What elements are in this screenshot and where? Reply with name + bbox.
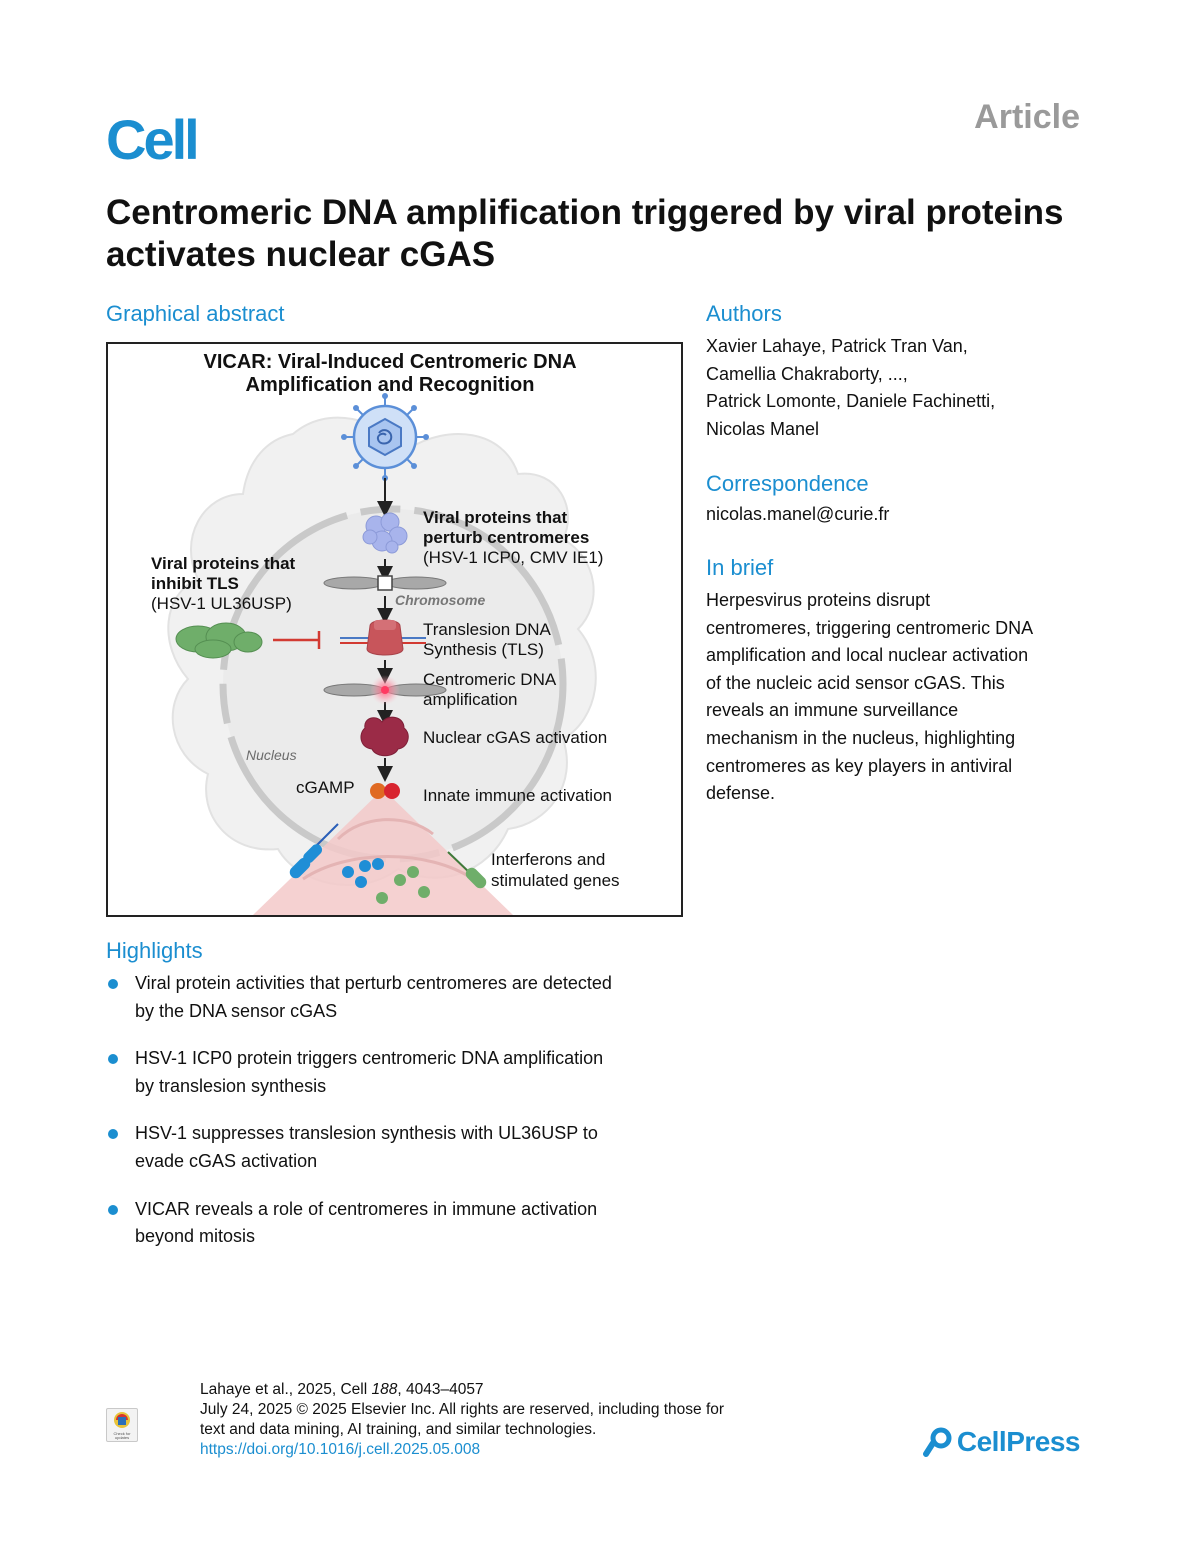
innate-label: Innate immune activation [423,786,612,805]
journal-logo: Cell [106,108,200,171]
highlight-item: Viral protein activities that perturb ce… [106,970,696,1025]
tls-label-line1: Translesion DNA [423,620,552,639]
copyright-line: July 24, 2025 © 2025 Elsevier Inc. All r… [200,1401,725,1418]
perturb-label-line1: Viral proteins that [423,508,568,527]
citation-footer: Lahaye et al., 2025, Cell 188, 4043–4057… [200,1380,840,1460]
bullet-icon [108,1204,118,1215]
graphical-abstract-heading: Graphical abstract [106,301,285,326]
highlight-item: HSV-1 ICP0 protein triggers centromeric … [106,1045,696,1100]
crossmark-label: Check for updates [113,1431,131,1440]
chromosome-label: Chromosome [395,592,485,608]
highlight-line: VICAR reveals a role of centromeres in i… [135,1198,598,1219]
perturb-label-line2: perturb centromeres [423,528,589,547]
highlights-heading: Highlights [106,938,203,963]
highlight-line: HSV-1 suppresses translesion synthesis w… [135,1123,598,1144]
amplified-chromosome-icon [323,675,447,705]
interferon-label-line2: stimulated genes [491,871,620,890]
graphical-abstract-diagram: VICAR: Viral-Induced Centromeric DNA Amp… [151,351,620,915]
interferon-label-line1: Interferons and [491,850,605,869]
correspondence-heading: Correspondence [706,471,869,496]
in-brief-line: centromeres, triggering centromeric DNA [706,617,1034,638]
highlight-line: HSV-1 ICP0 protein triggers centromeric … [135,1048,604,1069]
ga-title-line1: VICAR: Viral-Induced Centromeric DNA [203,351,576,373]
copyright-line: text and data mining, AI training, and s… [200,1421,597,1438]
citation-line: Lahaye et al., 2025, Cell 188, 4043–4057 [200,1380,840,1400]
perturb-examples: (HSV-1 ICP0, CMV IE1) [423,548,603,567]
paper-title: Centromeric DNA amplification triggered … [106,193,1064,274]
in-brief-line: reveals an immune surveillance [706,700,959,721]
citation-pages: , 4043–4057 [397,1381,484,1398]
highlight-item: VICAR reveals a role of centromeres in i… [106,1196,696,1251]
cgas-label: Nuclear cGAS activation [423,728,607,747]
authors-line: Xavier Lahaye, Patrick Tran Van, [706,336,968,356]
receptor-green-icon [447,851,487,889]
amplification-label-line1: Centromeric DNA [423,670,557,689]
bullet-icon [108,1054,118,1065]
authors-line: Nicolas Manel [706,418,820,439]
highlight-line: by translesion synthesis [135,1075,327,1096]
inhibit-examples: (HSV-1 UL36USP) [151,594,292,613]
perturbing-protein-icon [362,512,408,554]
cellpress-wordmark: CellPress [956,1426,1081,1457]
in-brief-line: defense. [706,783,776,804]
receptor-blue-icon [289,823,339,879]
correspondence-email[interactable]: nicolas.manel@curie.fr [706,504,890,524]
cgas-icon [360,716,409,757]
highlight-line: by the DNA sensor cGAS [135,1000,338,1021]
highlight-line: evade cGAS activation [135,1150,318,1171]
doi-link[interactable]: https://doi.org/10.1016/j.cell.2025.05.0… [200,1441,481,1458]
inhibit-label-line2: inhibit TLS [151,574,239,593]
cellpress-logo: CellPress [921,1426,1081,1458]
highlights-list: Viral protein activities that perturb ce… [106,970,696,1271]
cgamp-icon [370,783,400,799]
highlight-item: HSV-1 suppresses translesion synthesis w… [106,1120,696,1175]
interferon-molecules-icon [342,858,430,904]
authors-list: Xavier Lahaye, Patrick Tran Van, Camelli… [706,333,1106,443]
graphical-abstract-figure: VICAR: Viral-Induced Centromeric DNA Amp… [106,342,683,917]
in-brief-text: Herpesvirus proteins disrupt centromeres… [706,587,1091,808]
authors-line: Patrick Lomonte, Daniele Fachinetti, [706,391,996,412]
cgamp-label: cGAMP [296,778,355,797]
in-brief-line: of the nucleic acid sensor cGAS. This [706,672,1005,693]
ul36usp-protein-icon [175,622,263,659]
highlight-line: Viral protein activities that perturb ce… [135,973,612,993]
bullet-icon [108,1129,118,1140]
inhibit-label-line1: Viral proteins that [151,554,296,573]
cellpress-icon [922,1427,952,1457]
nucleus-label: Nucleus [246,747,297,763]
in-brief-line: mechanism in the nucleus, highlighting [706,727,1016,748]
authors-heading: Authors [706,301,782,326]
citation-prefix: Lahaye et al., 2025, Cell [200,1381,372,1398]
bullet-icon [108,979,118,989]
in-brief-line: Herpesvirus proteins disrupt [706,590,931,610]
ga-title-line2: Amplification and Recognition [246,374,535,396]
chromosome-icon [323,575,447,591]
amplification-label-line2: amplification [423,690,518,709]
in-brief-line: amplification and local nuclear activati… [706,645,1029,666]
article-type-label: Article [974,98,1080,136]
virus-icon [341,393,429,481]
crossmark-icon [114,1412,130,1428]
tls-label-line2: Synthesis (TLS) [423,640,544,659]
highlight-line: beyond mitosis [135,1226,256,1247]
tls-polymerase-icon [340,619,426,656]
citation-volume: 188 [371,1381,398,1398]
in-brief-line: centromeres as key players in antiviral [706,755,1013,776]
authors-line: Camellia Chakraborty, ..., [706,363,908,384]
immune-cone [253,789,513,915]
in-brief-heading: In brief [706,555,774,580]
check-for-updates-badge[interactable]: Check for updates [106,1408,138,1442]
